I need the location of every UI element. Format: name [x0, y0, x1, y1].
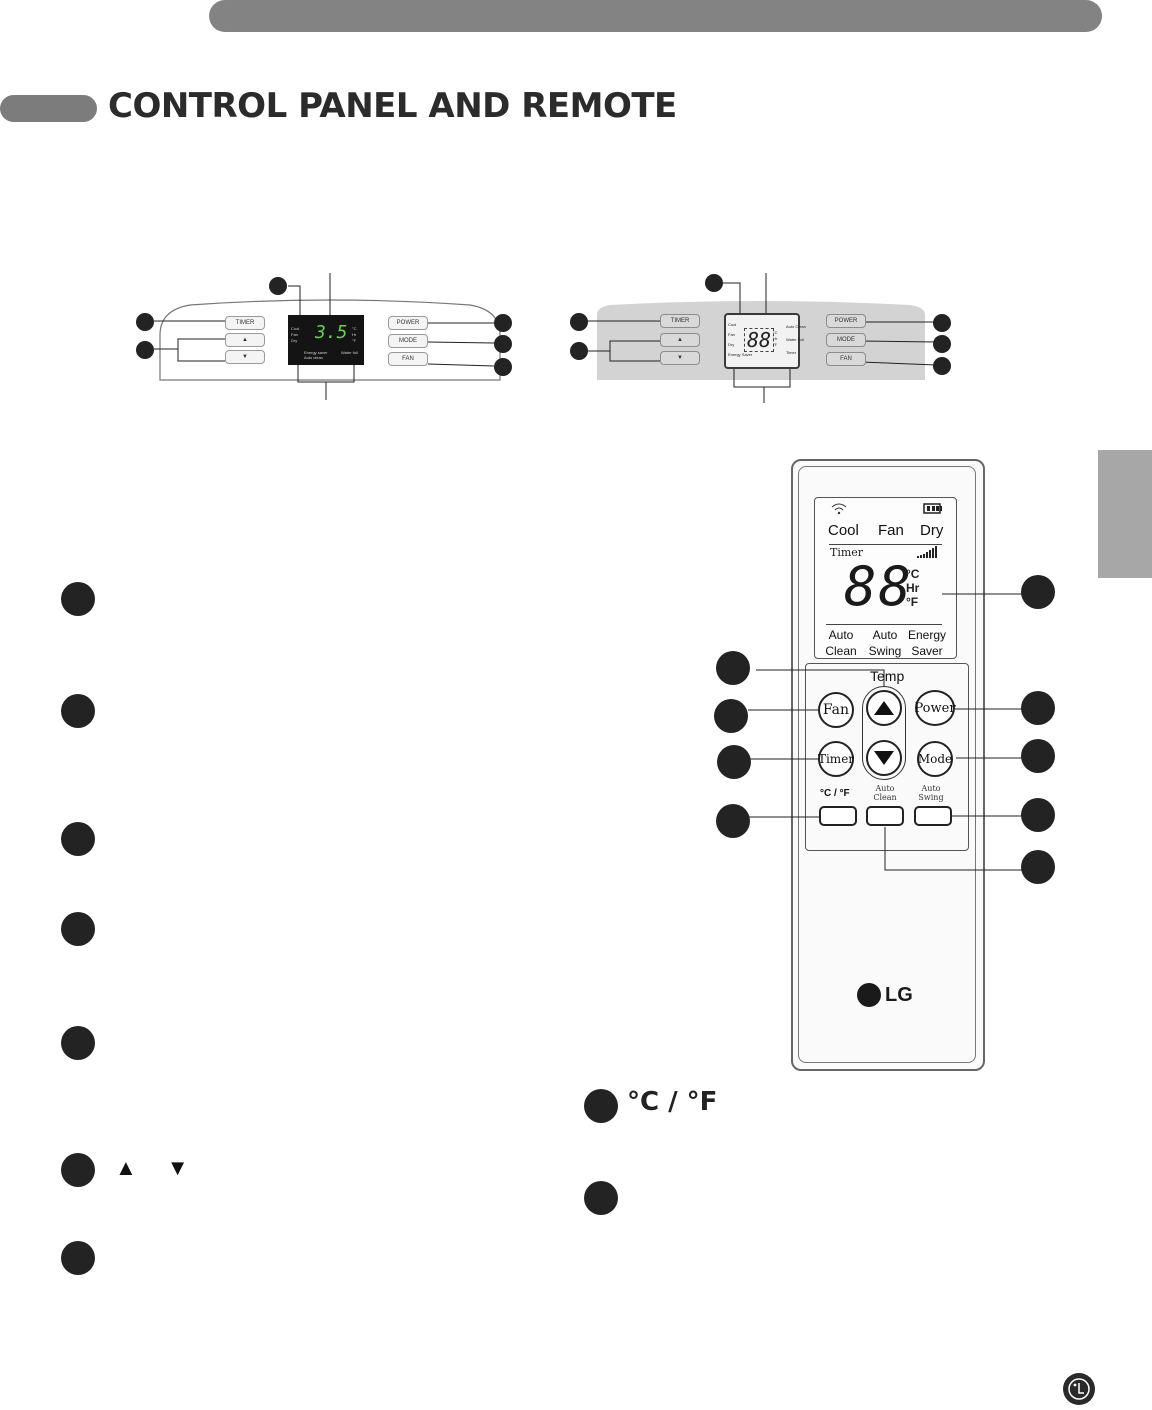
remote-temp-down-button[interactable]	[866, 740, 902, 776]
remote-temp-up-button[interactable]	[866, 690, 902, 726]
page-title: CONTROL PANEL AND REMOTE	[108, 86, 677, 126]
remote-lcd-digits: 88	[844, 555, 914, 618]
remote-lcd-mode-dry: Dry	[920, 522, 944, 539]
remote-lcd-divider-2	[826, 624, 942, 625]
marker-remote-timer	[717, 745, 751, 779]
remote-timer-button[interactable]: Timer	[818, 741, 854, 777]
panel-a-up-button[interactable]: ▲	[225, 333, 265, 347]
remote-auto-swing-button[interactable]	[914, 806, 952, 826]
remote-inner-outline	[798, 466, 976, 1063]
marker-panel-a-4	[494, 314, 512, 332]
lg-logo-icon	[1063, 1373, 1095, 1405]
remote-cf-label: °C / °F	[820, 788, 850, 799]
marker-remote-cf	[716, 804, 750, 838]
marker-remote-auto-clean	[1021, 850, 1055, 884]
lg-logo-icon	[857, 983, 881, 1007]
legend-marker-3	[61, 822, 95, 856]
legend-marker-4	[61, 912, 95, 946]
remote-lcd-divider	[829, 544, 942, 545]
remote-lcd-mode-cool: Cool	[828, 522, 859, 539]
marker-panel-a-3	[136, 341, 154, 359]
signal-bars-icon	[917, 546, 937, 558]
panel-a-display-bottom-right: Water full	[341, 350, 358, 355]
header-bar	[209, 0, 1102, 32]
legend-marker-7	[61, 1241, 95, 1275]
panel-a-timer-button[interactable]: TIMER	[225, 316, 265, 330]
lg-logo-mark	[1068, 1378, 1090, 1400]
panel-a-display-bottom-left: Energy saver Auto clean	[304, 350, 328, 360]
marker-panel-b-5	[933, 335, 951, 353]
marker-remote-mode	[1021, 739, 1055, 773]
panel-b-display-units: °C Hr °F	[773, 330, 778, 347]
triangle-down-icon: ▼	[166, 1155, 189, 1180]
panel-b-up-button[interactable]: ▲	[660, 333, 700, 347]
remote-auto-clean-button[interactable]	[866, 806, 904, 826]
remote-callout-lines	[748, 593, 1036, 871]
panel-a-display-value: 3.5	[315, 322, 348, 343]
marker-panel-b-2	[570, 313, 588, 331]
panel-b-timer-button[interactable]: TIMER	[660, 314, 700, 328]
remote-lcd-timer: Timer	[830, 546, 864, 559]
triangle-up-icon: ▲	[115, 1155, 137, 1180]
triangle-down-icon	[874, 751, 894, 765]
panel-a-display	[288, 315, 364, 365]
triangle-up-icon	[874, 701, 894, 715]
legend-marker-2	[61, 694, 95, 728]
marker-panel-a-2	[136, 313, 154, 331]
marker-panel-a-5	[494, 335, 512, 353]
panel-a-down-button[interactable]: ▼	[225, 350, 265, 364]
panel-b-down-button[interactable]: ▼	[660, 351, 700, 365]
remote-lcd-icons	[831, 503, 942, 515]
panel-a-mode-button[interactable]: MODE	[388, 334, 428, 348]
panel-a-power-button[interactable]: POWER	[388, 316, 428, 330]
legend-marker-cf	[584, 1089, 618, 1123]
panel-b-power-button[interactable]: POWER	[826, 314, 866, 328]
marker-panel-a-1	[269, 277, 287, 295]
panel-a-display-right-labels: °C Hr °F	[352, 326, 357, 343]
remote-lcd-mode-fan: Fan	[878, 522, 904, 539]
panel-b-display	[724, 313, 800, 369]
legend-marker-6	[61, 1153, 95, 1187]
marker-remote-fan	[714, 699, 748, 733]
marker-remote-power	[1021, 691, 1055, 725]
panel-b-fan-button[interactable]: FAN	[826, 352, 866, 366]
marker-remote-temp	[716, 651, 750, 685]
remote-power-button[interactable]: Power	[914, 690, 956, 726]
panel-b-mode-button[interactable]: MODE	[826, 333, 866, 347]
legend-arrows: ▲ ▼	[115, 1155, 189, 1181]
panel-b-display-left-labels: Cool Fan Dry Energy Saver	[728, 322, 753, 357]
marker-panel-b-4	[933, 314, 951, 332]
panel-b-display-right-labels: Auto Clean Water Full Timer	[786, 324, 806, 355]
remote-fan-button[interactable]: Fan	[818, 692, 854, 728]
marker-panel-b-3	[570, 342, 588, 360]
remote-cf-button[interactable]	[819, 806, 857, 826]
legend-marker-5	[61, 1026, 95, 1060]
marker-panel-a-6	[494, 358, 512, 376]
remote-lcd-units: °C Hr °F	[906, 567, 920, 609]
panel-a-diagram	[154, 273, 501, 400]
section-pill	[0, 95, 97, 122]
panel-a-display-left-labels: Cool Fan Dry	[291, 326, 300, 343]
marker-panel-b-6	[933, 357, 951, 375]
marker-remote-lcd	[1021, 575, 1055, 609]
side-tab	[1098, 450, 1152, 578]
remote-temp-label: Temp	[870, 668, 905, 684]
remote-logo: LG	[857, 983, 913, 1007]
panel-b-display-value: 88	[744, 328, 775, 352]
marker-panel-b-1	[705, 274, 723, 292]
remote-mode-button[interactable]: Mode	[917, 741, 953, 777]
remote-lcd	[814, 497, 957, 659]
marker-remote-auto-swing	[1021, 798, 1055, 832]
legend-marker-1	[61, 582, 95, 616]
legend-marker-9	[584, 1181, 618, 1215]
remote-keypad	[805, 663, 969, 851]
panel-a-fan-button[interactable]: FAN	[388, 352, 428, 366]
legend-cf-heading: °C / °F	[627, 1087, 718, 1117]
